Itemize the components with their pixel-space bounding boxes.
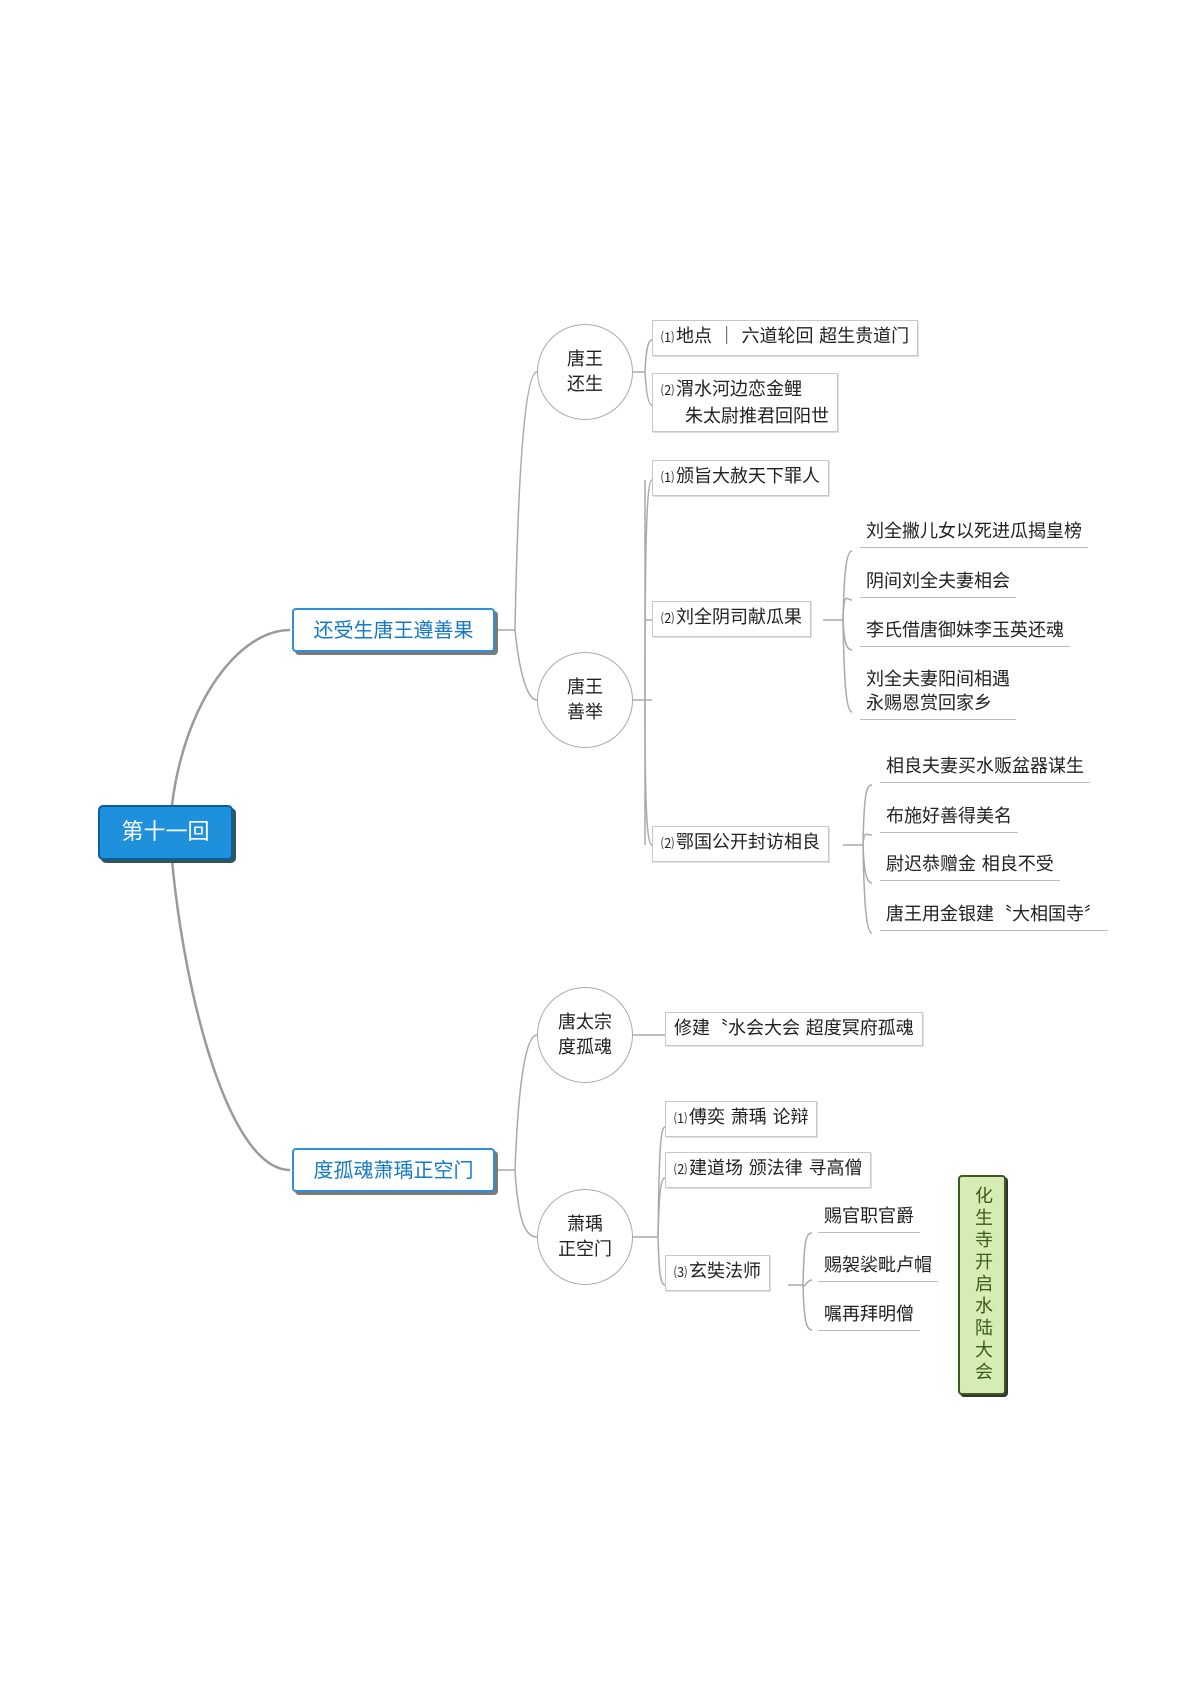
subtopic-line: 唐太宗 [558,1012,612,1033]
item-daochang[interactable]: ⑵建道场 颁法律 寻高僧 [665,1152,872,1188]
subtopic-line: 善举 [567,702,603,723]
subtopic-line: 度孤魂 [558,1037,612,1058]
subtopic-taizong-dugunhun[interactable]: 唐太宗 度孤魂 [537,987,633,1083]
item-text: 地点 ｜ 六道轮回 超生贵道门 [676,326,910,347]
leaf-xiangliang-4[interactable]: 唐王用金银建〝大相国寺〞 [880,903,1108,931]
item-number: ⑵ [674,1163,688,1178]
item-text: 玄奘法师 [689,1261,762,1282]
branch-1[interactable]: 还受生唐王遵善果 [292,608,495,652]
item-debate[interactable]: ⑴傅奕 萧瑀 论辩 [665,1101,818,1137]
item-text: 修建〝水会大会 超度冥府孤魂 [674,1018,914,1039]
leaf-liuquan-3[interactable]: 李氏借唐御妹李玉英还魂 [860,619,1070,647]
branch-2[interactable]: 度孤魂萧瑀正空门 [292,1148,495,1192]
subtopic-tangwang-huansheng[interactable]: 唐王 还生 [537,324,633,420]
leaf-xuanzang-3[interactable]: 嘱再拜明僧 [818,1303,920,1331]
item-liuquan[interactable]: ⑵刘全阴司献瓜果 [652,601,812,637]
item-text: 刘全阴司献瓜果 [676,607,803,628]
leaf-line: 刘全夫妻阳间相遇 [866,669,1010,690]
leaf-liuquan-2[interactable]: 阴间刘全夫妻相会 [860,570,1016,598]
leaf-liuquan-4[interactable]: 刘全夫妻阳间相遇 永赐恩赏回家乡 [860,668,1016,720]
item-number: ⑴ [674,1112,688,1127]
item-weishui[interactable]: ⑵渭水河边恋金鲤 朱太尉推君回阳世 [652,373,838,432]
leaf-liuquan-1[interactable]: 刘全撇儿女以死进瓜揭皇榜 [860,520,1088,548]
subtopic-tangwang-shanju[interactable]: 唐王 善举 [537,652,633,748]
leaf-xuanzang-2[interactable]: 赐袈裟毗卢帽 [818,1254,938,1282]
leaf-xiangliang-3[interactable]: 尉迟恭赠金 相良不受 [880,853,1060,881]
item-xuanzang[interactable]: ⑶玄奘法师 [665,1255,771,1291]
root-topic[interactable]: 第十一回 [98,805,233,860]
item-text: 渭水河边恋金鲤 [676,379,803,400]
item-number: ⑴ [661,331,675,346]
leaf-xuanzang-1[interactable]: 赐官职官爵 [818,1205,920,1233]
item-text: 鄂国公开封访相良 [676,832,821,853]
item-number: ⑵ [661,612,675,627]
item-number: ⑴ [661,471,675,486]
item-amnesty[interactable]: ⑴颁旨大赦天下罪人 [652,460,830,496]
subtopic-line: 正空门 [558,1239,612,1260]
subtopic-line: 萧瑀 [567,1214,603,1235]
subtopic-line: 唐王 [567,677,603,698]
item-number: ⑶ [674,1266,688,1281]
item-text: 建道场 颁法律 寻高僧 [689,1158,863,1179]
leaf-xiangliang-1[interactable]: 相良夫妻买水贩盆器谋生 [880,755,1090,783]
item-shuihui[interactable]: 修建〝水会大会 超度冥府孤魂 [665,1012,923,1046]
item-number: ⑵ [661,384,675,399]
subtopic-line: 还生 [567,374,603,395]
item-text-line2: 朱太尉推君回阳世 [685,406,829,427]
item-text: 颁旨大赦天下罪人 [676,466,821,487]
leaf-xiangliang-2[interactable]: 布施好善得美名 [880,805,1018,833]
item-text: 傅奕 萧瑀 论辩 [689,1107,809,1128]
leaf-line: 永赐恩赏回家乡 [866,693,992,714]
summary-callout[interactable]: 化生寺开启水陆大会 [958,1175,1006,1395]
subtopic-xiaoyu[interactable]: 萧瑀 正空门 [537,1189,633,1285]
item-number: ⑵ [661,837,675,852]
item-location[interactable]: ⑴地点 ｜ 六道轮回 超生贵道门 [652,320,919,356]
item-eguogong[interactable]: ⑵鄂国公开封访相良 [652,826,830,862]
subtopic-line: 唐王 [567,349,603,370]
